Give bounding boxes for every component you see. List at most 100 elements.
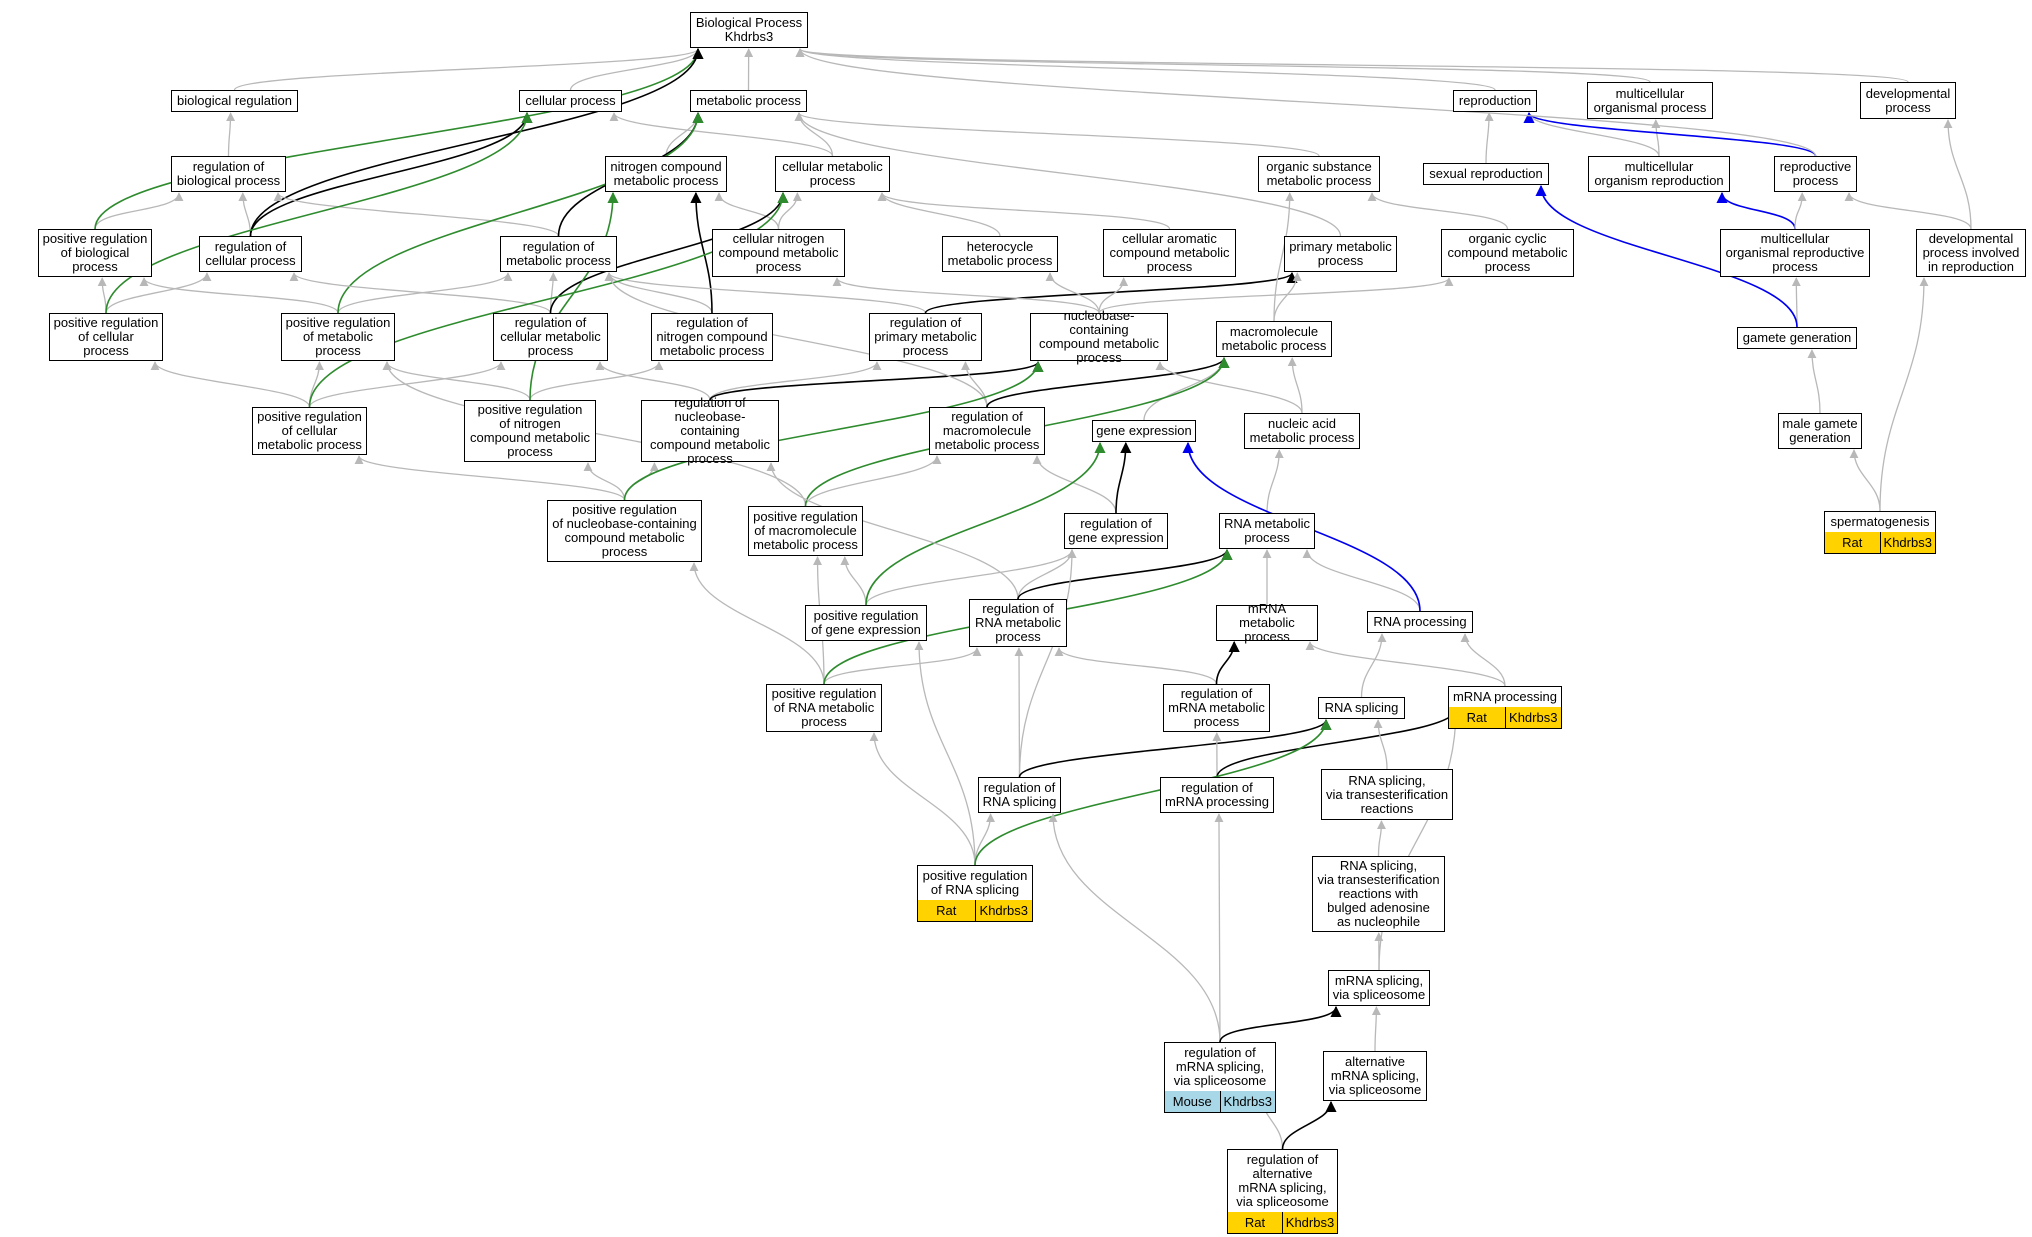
graph-edge — [94, 192, 184, 230]
go-term-node[interactable]: positive regulation of cellular process — [49, 313, 163, 361]
go-term-node[interactable]: sexual reproduction — [1423, 163, 1549, 185]
graph-edge — [97, 277, 107, 314]
annotation-row: Mouse Khdrbs3 — [1164, 1091, 1276, 1113]
go-term-node[interactable]: mRNA processing — [1448, 686, 1562, 708]
go-term-node[interactable]: Biological Process Khdrbs3 — [690, 12, 808, 48]
go-term-node[interactable]: regulation of mRNA splicing, via spliceo… — [1164, 1042, 1276, 1092]
go-term-node[interactable]: positive regulation of metabolic process — [281, 313, 395, 361]
go-term-node[interactable]: positive regulation of RNA metabolic pro… — [766, 684, 882, 732]
graph-edge — [1018, 718, 1332, 778]
graph-edge — [529, 191, 619, 401]
graph-edge — [94, 47, 704, 230]
go-term-node[interactable]: cellular aromatic compound metabolic pro… — [1103, 229, 1236, 277]
graph-edge — [1524, 112, 1660, 157]
graph-edge — [150, 361, 311, 408]
go-term-node[interactable]: mRNA metabolic process — [1216, 602, 1318, 644]
graph-edge — [709, 361, 882, 401]
go-term-node[interactable]: regulation of RNA metabolic process — [969, 599, 1067, 647]
graph-edge — [1371, 1006, 1381, 1052]
graph-edge — [766, 462, 1019, 600]
graph-edge — [1844, 192, 1972, 230]
go-term-node[interactable]: regulation of cellular metabolic process — [493, 313, 608, 361]
graph-edge — [289, 272, 552, 314]
go-term-node[interactable]: positive regulation of gene expression — [805, 605, 927, 641]
go-term-node[interactable]: RNA processing — [1367, 611, 1473, 633]
go-term-node[interactable]: gamete generation — [1737, 327, 1857, 349]
go-term-node[interactable]: heterocycle metabolic process — [942, 236, 1058, 272]
go-term-node[interactable]: reproductive process — [1774, 156, 1857, 192]
graph-edge — [1219, 1005, 1342, 1043]
graph-edge — [689, 562, 825, 685]
go-term-node[interactable]: reproduction — [1453, 90, 1537, 112]
go-term-node[interactable]: multicellular organismal process — [1587, 82, 1713, 119]
go-term-node[interactable]: alternative mRNA splicing, via spliceoso… — [1323, 1051, 1427, 1101]
go-term-node[interactable]: gene expression — [1092, 420, 1196, 442]
go-term-node[interactable]: spermatogenesis — [1824, 511, 1936, 533]
go-term-node[interactable]: RNA metabolic process — [1219, 513, 1315, 549]
go-term-node[interactable]: positive regulation of nitrogen compound… — [464, 400, 596, 462]
go-term-node[interactable]: regulation of RNA splicing — [978, 777, 1061, 813]
go-term-node[interactable]: nitrogen compound metabolic process — [605, 156, 727, 192]
go-term-node[interactable]: positive regulation of RNA splicing — [917, 865, 1033, 901]
graph-edge — [794, 112, 834, 157]
annotation-row: Rat Khdrbs3 — [1824, 532, 1936, 554]
go-term-node[interactable]: cellular nitrogen compound metabolic pro… — [712, 229, 845, 277]
graph-edge — [986, 356, 1230, 408]
go-term-node[interactable]: cellular metabolic process — [775, 156, 890, 192]
go-term-node[interactable]: nucleic acid metabolic process — [1244, 413, 1360, 449]
graph-edge — [869, 732, 976, 866]
go-term-node[interactable]: positive regulation of cellular metaboli… — [252, 407, 367, 455]
go-term-node[interactable]: regulation of metabolic process — [500, 236, 617, 272]
graph-edge — [1360, 633, 1387, 698]
go-term-node[interactable]: organic cyclic compound metabolic proces… — [1441, 229, 1574, 277]
go-term-node[interactable]: multicellular organismal reproductive pr… — [1720, 229, 1870, 277]
go-term-node[interactable]: primary metabolic process — [1284, 236, 1397, 272]
graph-edge — [273, 192, 560, 237]
go-term-node[interactable]: regulation of mRNA processing — [1160, 777, 1274, 813]
go-term-node[interactable]: RNA splicing, via transesterification re… — [1312, 856, 1445, 932]
go-term-node[interactable]: regulation of mRNA metabolic process — [1163, 684, 1270, 732]
graph-edge — [105, 111, 533, 314]
go-term-node[interactable]: cellular process — [519, 90, 622, 112]
go-term-node[interactable]: regulation of primary metabolic process — [869, 313, 982, 361]
go-term-node[interactable]: regulation of alternative mRNA splicing,… — [1227, 1149, 1338, 1213]
go-term-node[interactable]: nucleobase-containing compound metabolic… — [1030, 309, 1168, 365]
graph-edge — [1017, 548, 1233, 600]
graph-edge — [1879, 277, 1929, 512]
graph-edge — [1273, 192, 1295, 322]
go-term-node[interactable]: developmental process — [1860, 82, 1956, 119]
go-term-node[interactable]: RNA splicing — [1318, 697, 1405, 719]
graph-edge — [823, 647, 982, 685]
go-term-node[interactable]: regulation of biological process — [171, 156, 286, 192]
graph-edge — [354, 455, 626, 501]
graph-edge — [690, 191, 713, 314]
go-term-node[interactable]: mRNA splicing, via spliceosome — [1328, 970, 1430, 1006]
graph-edge — [1018, 549, 1077, 778]
go-term-node[interactable]: multicellular organism reproduction — [1588, 156, 1730, 192]
go-term-node[interactable]: metabolic process — [690, 90, 807, 112]
go-term-node[interactable]: positive regulation of macromolecule met… — [748, 506, 863, 556]
go-term-node[interactable]: regulation of nitrogen compound metaboli… — [651, 313, 773, 361]
go-term-node[interactable]: developmental process involved in reprod… — [1916, 229, 2026, 277]
graph-edge — [1215, 640, 1240, 685]
annotation-gene: Khdrbs3 — [1504, 707, 1561, 728]
go-term-node[interactable]: biological regulation — [171, 90, 298, 112]
go-term-node[interactable]: regulation of macromolecule metabolic pr… — [929, 407, 1045, 455]
go-term-node[interactable]: organic substance metabolic process — [1258, 156, 1380, 192]
graph-edge — [549, 191, 789, 314]
annotation-species: Rat — [1228, 1212, 1282, 1233]
graph-edge — [233, 48, 703, 91]
go-term-node[interactable]: regulation of cellular process — [199, 236, 302, 272]
graph-edge — [877, 192, 1171, 230]
go-term-node[interactable]: macromolecule metabolic process — [1216, 321, 1332, 357]
graph-edge — [714, 192, 780, 230]
go-term-node[interactable]: regulation of nucleobase-containing comp… — [641, 396, 779, 466]
graph-edge — [139, 277, 339, 314]
graph-edge — [1266, 449, 1284, 514]
go-term-node[interactable]: RNA splicing, via transesterification re… — [1321, 769, 1453, 820]
go-term-node[interactable]: positive regulation of biological proces… — [38, 229, 152, 277]
go-term-node[interactable]: positive regulation of nucleobase-contai… — [547, 500, 702, 562]
go-term-node[interactable]: male gamete generation — [1778, 413, 1862, 449]
go-term-node[interactable]: regulation of gene expression — [1064, 513, 1168, 549]
